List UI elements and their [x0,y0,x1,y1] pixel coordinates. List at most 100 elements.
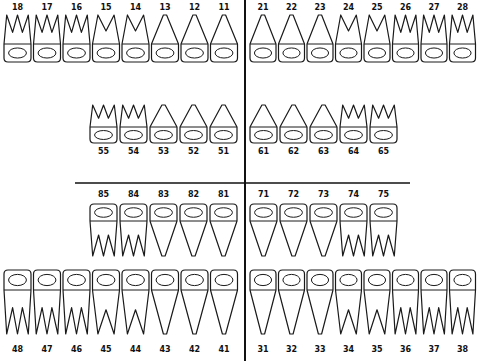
tooth-number: 45 [100,346,111,354]
cervical-line [93,290,120,291]
tooth-number: 42 [189,346,200,354]
cervical-line [250,127,277,128]
cervical-line [250,44,276,45]
tooth-outline [310,204,337,256]
tooth-outline [63,15,90,62]
tooth-number: 62 [288,148,299,156]
tooth-outline [340,204,367,256]
crown-oval [186,274,204,285]
crown-oval [425,274,442,285]
crown-oval [345,208,363,218]
tooth-outline [90,105,117,143]
crown-oval [127,48,145,58]
tooth-outline [180,105,207,143]
cervical-line [90,127,117,128]
crown-oval [156,274,174,285]
tooth-number: 41 [218,346,229,354]
crown-oval [97,274,115,285]
tooth-number: 44 [130,346,141,354]
tooth-number: 71 [258,191,269,199]
tooth-number: 23 [314,4,325,12]
crown-oval [375,131,393,140]
crown-oval [285,131,303,140]
crown-oval [155,131,173,140]
cervical-line [211,44,238,45]
crown-oval [9,274,27,285]
crown-oval [254,274,271,285]
tooth-outline [93,15,120,62]
cervical-line [210,127,237,128]
tooth-outline [150,204,177,256]
cervical-line [450,290,476,291]
tooth-number: 82 [188,191,199,199]
crown-oval [95,131,113,140]
cervical-line [63,290,90,291]
crown-oval [340,274,357,285]
crown-oval [311,48,328,58]
crown-oval [285,208,303,218]
tooth-number: 33 [314,346,325,354]
tooth-number: 31 [257,346,268,354]
cervical-line [150,127,177,128]
tooth-number: 28 [457,4,468,12]
cervical-line [180,127,207,128]
tooth-number: 51 [218,148,229,156]
tooth-outline [450,270,476,334]
cervical-line [310,127,337,128]
tooth-number: 47 [41,346,52,354]
tooth-outline [250,204,277,256]
cervical-line [336,290,362,291]
tooth-number: 26 [400,4,411,12]
tooth-number: 83 [158,191,169,199]
cervical-line [421,290,447,291]
tooth-outline [364,270,390,334]
tooth-outline [180,204,207,256]
cervical-line [90,221,117,222]
crown-oval [186,48,204,58]
tooth-number: 11 [218,4,229,12]
tooth-number: 35 [371,346,382,354]
cervical-line [336,44,362,45]
tooth-outline [120,204,147,256]
crown-oval [454,274,471,285]
tooth-outline [421,270,447,334]
tooth-outline [122,270,149,334]
tooth-number: 75 [378,191,389,199]
crown-oval [397,48,414,58]
crown-oval [311,274,328,285]
tooth-number: 64 [348,148,359,156]
crown-oval [127,274,145,285]
tooth-number: 17 [41,4,52,12]
crown-oval [97,48,115,58]
tooth-number: 13 [159,4,170,12]
tooth-number: 55 [98,148,109,156]
tooth-outline [4,270,31,334]
tooth-outline [364,15,390,62]
tooth-outline [370,105,397,143]
cervical-line [4,44,31,45]
crown-oval [215,48,233,58]
tooth-outline [370,204,397,256]
tooth-outline [211,270,238,334]
crown-oval [156,48,174,58]
tooth-outline [421,15,447,62]
cervical-line [34,44,61,45]
tooth-number: 73 [318,191,329,199]
tooth-outline [280,204,307,256]
cervical-line [364,290,390,291]
cervical-line [421,44,447,45]
cervical-line [210,221,237,222]
tooth-outline [150,105,177,143]
tooth-outline [90,204,117,256]
cervical-line [279,290,305,291]
tooth-number: 34 [343,346,354,354]
tooth-number: 74 [348,191,359,199]
cervical-line [181,44,208,45]
crown-oval [283,274,300,285]
tooth-number: 48 [12,346,23,354]
crown-oval [215,131,233,140]
tooth-outline [450,15,476,62]
tooth-outline [250,15,276,62]
tooth-outline [210,204,237,256]
crown-oval [255,131,273,140]
